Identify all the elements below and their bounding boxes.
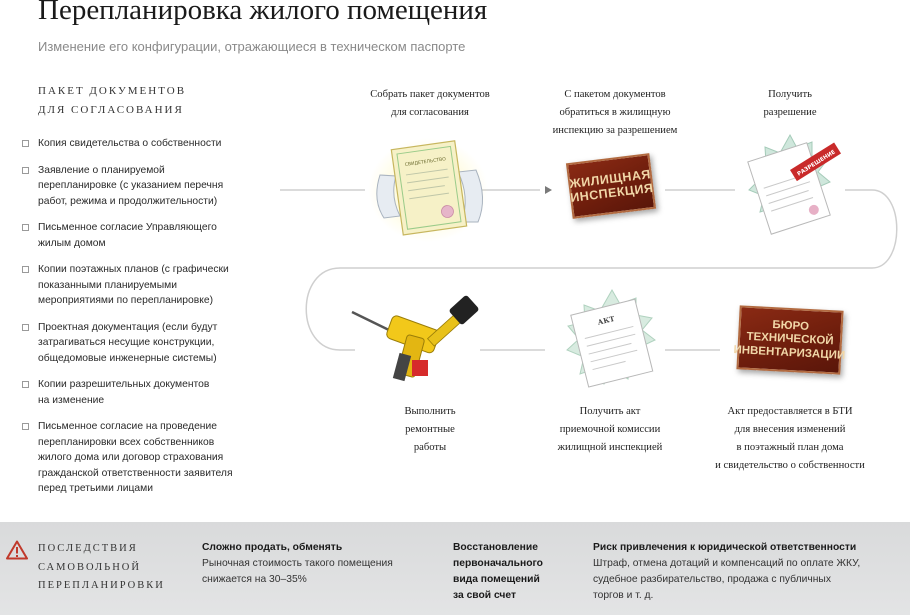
checkbox-icon [22,423,29,430]
step-5-label: Получить акт приемочной комиссии жилищно… [557,406,663,453]
consequence-item: Восстановление первоначального вида поме… [453,542,543,601]
drill-hammer-icon [351,295,479,382]
certificate-icon: СВИДЕТЕЛЬСТВО [368,138,488,242]
consequences-heading: ПОСЛЕДСТВИЯ САМОВОЛЬНОЙ ПЕРЕПЛАНИРОВКИ [38,543,165,591]
act-document-icon: АКТ [566,288,656,388]
list-item: Копии разрешительных документов на измен… [22,377,272,408]
step-4-label: Выполнить ремонтные работы [404,406,456,453]
checkbox-icon [22,266,29,273]
permit-document-icon: РАЗРЕШЕНИЕ [747,133,842,235]
step-2-label: С пакетом документов обратиться в жилищн… [552,89,678,136]
step-1-label: Собрать пакет документов для согласовани… [370,89,490,118]
page-subtitle: Изменение его конфигурации, отражающиеся… [38,39,466,54]
package-heading: ПАКЕТ ДОКУМЕНТОВ ДЛЯ СОГЛАСОВАНИЯ [38,85,187,116]
checkbox-icon [22,323,29,331]
step-6-label: Акт предоставляется в БТИ для внесения и… [715,406,865,471]
list-item: Письменное согласие Управляющего жилым д… [22,220,272,251]
checkbox-icon [22,224,29,231]
consequence-item: Сложно продать, обменять Рыночная стоимо… [202,542,393,585]
checkbox-icon [22,381,29,388]
page-title: Перепланировка жилого помещения [38,0,488,26]
step-3-label: Получить разрешение [763,89,817,118]
checkbox-icon [22,140,29,147]
warning-icon [6,540,28,560]
flow-line [280,189,898,351]
flow-arrow [545,186,552,194]
list-item: Заявление о планируемой перепланировке (… [22,163,272,210]
list-item: Копии поэтажных планов (с графически пок… [22,262,272,309]
bti-plaque: БЮРО ТЕХНИЧЕСКОЙ ИНВЕНТАРИЗАЦИИ [733,305,845,375]
checkbox-icon [22,166,29,174]
consequence-item: Риск привлечения к юридической ответстве… [593,542,861,601]
list-item: Проектная документация (если будут затра… [22,320,272,367]
svg-text:АКТ: АКТ [597,314,617,327]
svg-text:СВИДЕТЕЛЬСТВО: СВИДЕТЕЛЬСТВО [404,156,446,168]
housing-inspection-plaque: ЖИЛИЩНАЯ ИНСПЕКЦИЯ [565,153,657,219]
process-flow-diagram: СВИДЕТЕЛЬСТВО РАЗРЕШЕНИЕ [280,133,898,388]
package-list: Копия свидетельства о собственности Заяв… [22,136,272,508]
list-item: Копия свидетельства о собственности [22,136,272,152]
list-item: Письменное согласие на проведение перепл… [22,419,272,497]
consequences-bar [0,522,910,615]
